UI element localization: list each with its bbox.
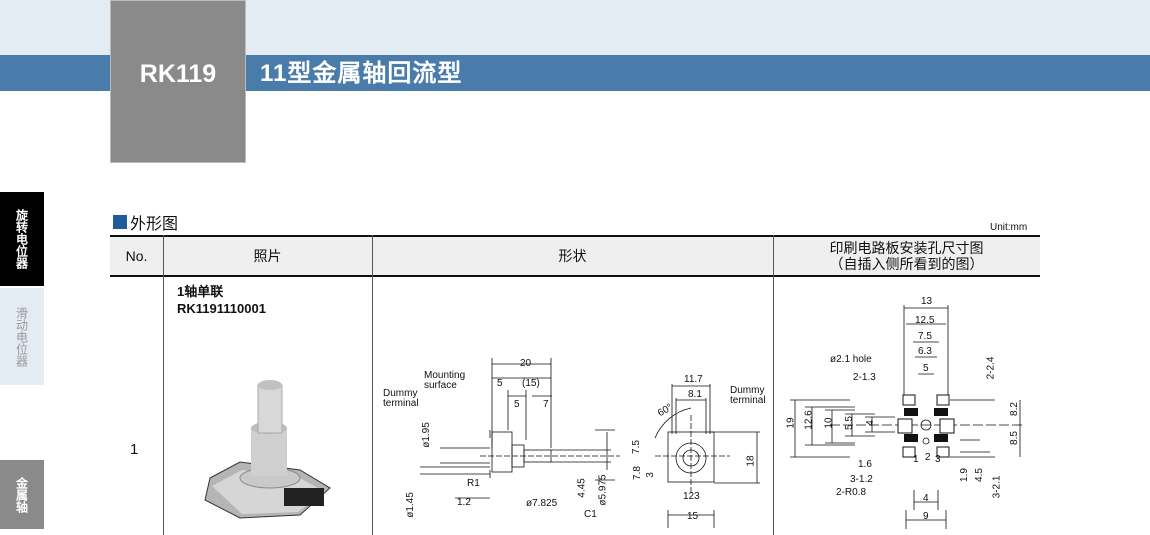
dim-label: 4 — [923, 493, 929, 504]
dim-label: ø5.975 — [597, 474, 609, 506]
dim-label: 1.9 — [958, 468, 970, 482]
dim-label: 2-2.4 — [985, 356, 997, 380]
dim-label: 5.5 — [843, 416, 855, 430]
square-bullet-icon — [113, 215, 127, 229]
product-type: 1轴单联 — [177, 284, 224, 299]
dim-label: 4 — [864, 420, 876, 426]
dim-label: 11.7 — [684, 374, 703, 385]
dim-label: 18 — [745, 455, 757, 467]
model-number: RK119 — [139, 60, 217, 88]
dim-label: 3-1.2 — [850, 474, 873, 485]
front-view-drawing — [654, 384, 760, 528]
dim-label: R1 — [467, 478, 480, 489]
dim-label: (15) — [522, 378, 540, 389]
column-divider — [163, 235, 164, 535]
dim-label: 1.2 — [457, 497, 471, 508]
callout-label: ø2.1 hole — [830, 354, 872, 365]
side-tab-rotary[interactable]: 旋转电位器 — [0, 192, 44, 286]
dim-label: 9 — [923, 511, 929, 522]
column-divider — [372, 235, 373, 535]
callout-label: Dummy — [730, 385, 765, 396]
dim-label: 6.3 — [918, 346, 932, 357]
dim-label: 5 — [497, 378, 503, 389]
dim-label: 12.5 — [915, 315, 935, 326]
dim-label: 15 — [687, 511, 699, 522]
header-pcb: 印刷电路板安装孔尺寸图（自插入侧所看到的图） — [773, 237, 1040, 275]
dim-label: 20 — [520, 358, 532, 369]
dim-label: 7 — [543, 399, 549, 410]
dim-label: 4.5 — [973, 468, 985, 482]
product-photo — [204, 380, 331, 519]
table-header — [110, 235, 1040, 277]
dim-label: 8.2 — [1008, 402, 1020, 416]
dim-label: ø1.95 — [420, 422, 432, 448]
header-photo: 照片 — [253, 248, 282, 264]
dim-label: 4.45 — [576, 478, 588, 498]
dim-label: ø7.825 — [526, 498, 558, 509]
dim-label: C1 — [584, 509, 597, 520]
dim-label: 7.8 — [631, 466, 643, 480]
callout-label: Dummy — [383, 388, 418, 399]
section-title: 外形图 — [130, 216, 179, 233]
pcb-layout-drawing — [790, 305, 1025, 529]
section-heading: 外形图 — [113, 210, 178, 234]
callout-label: terminal — [383, 398, 419, 409]
header-pcb-line1: 印刷电路板安装孔尺寸图 — [829, 240, 984, 256]
dim-label: 8.5 — [1008, 431, 1020, 445]
unit-label: Unit:mm — [990, 222, 1028, 233]
part-number: RK1191110001 — [177, 301, 266, 316]
callout-label: 2-1.3 — [853, 372, 876, 383]
model-box — [110, 0, 246, 163]
callout-label: surface — [424, 380, 457, 391]
dim-label: 7.5 — [630, 440, 642, 454]
dim-label: 8.1 — [688, 389, 702, 400]
product-name: 1轴单联 RK1191110001 — [177, 283, 266, 317]
dim-label: 1.6 — [858, 459, 872, 470]
callout-label: 2-R0.8 — [836, 487, 867, 498]
pin-label: 2 — [925, 452, 931, 463]
pin-label: 3 — [935, 454, 941, 465]
row-number: 1 — [130, 441, 139, 458]
dimension-table: No. 照片 形状 印刷电路板安装孔尺寸图（自插入侧所看到的图） — [110, 235, 1040, 535]
callout-label: Mounting — [424, 370, 466, 381]
header-no: No. — [125, 248, 148, 264]
side-tab-metal-shaft[interactable]: 金属轴 — [0, 460, 44, 529]
header-pcb-line2: （自插入侧所看到的图） — [829, 256, 984, 272]
pcb-pads — [897, 394, 955, 458]
callout-label: terminal — [730, 395, 766, 406]
dim-label: 12.6 — [803, 410, 815, 430]
side-view-drawing — [420, 358, 620, 499]
dim-label: 7.5 — [918, 331, 932, 342]
column-divider — [773, 235, 774, 535]
dim-label: ø1.45 — [404, 492, 416, 518]
dim-label: 13 — [921, 296, 933, 307]
dim-label: 19 — [785, 417, 797, 429]
dim-label: 5 — [923, 363, 929, 374]
pin-numbers: 123 — [683, 491, 700, 502]
header-shape: 形状 — [558, 248, 587, 264]
pin-label: 1 — [913, 454, 919, 465]
dim-label: 5 — [514, 399, 520, 410]
series-title: 11型金属轴回流型 — [260, 60, 463, 87]
dim-label: 3 — [644, 472, 656, 478]
side-tab-slide[interactable]: 滑动电位器 — [0, 288, 44, 385]
dim-label: 10 — [823, 417, 835, 429]
dim-label: 3-2.1 — [991, 475, 1003, 499]
